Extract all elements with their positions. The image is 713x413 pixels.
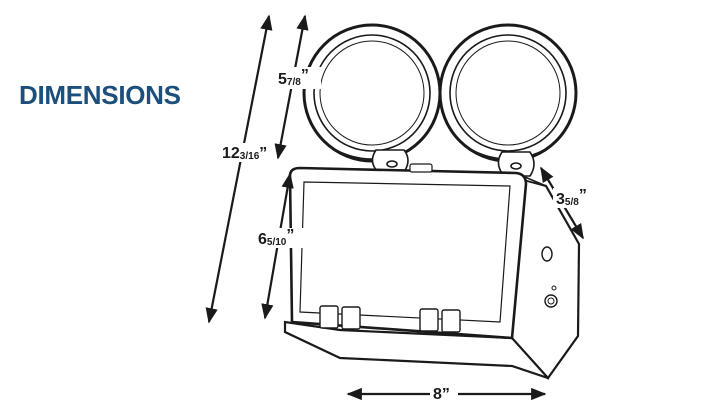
- overall-height-label: 123/16”: [222, 145, 267, 162]
- head-height-label: 57/8”: [278, 67, 309, 88]
- swivel-mount-left: [371, 149, 409, 173]
- battery-housing: [283, 163, 581, 380]
- lamp-head-right: [438, 23, 578, 163]
- swivel-mount-right: [497, 151, 535, 177]
- page-title: DIMENSIONS: [19, 80, 181, 110]
- housing-height-label: 65/10”: [258, 227, 294, 248]
- width-label: 8”: [433, 386, 450, 403]
- lamp-head-left: [302, 23, 442, 163]
- depth-label: 35/8”: [556, 187, 587, 208]
- overall-height-arrow: [205, 14, 273, 324]
